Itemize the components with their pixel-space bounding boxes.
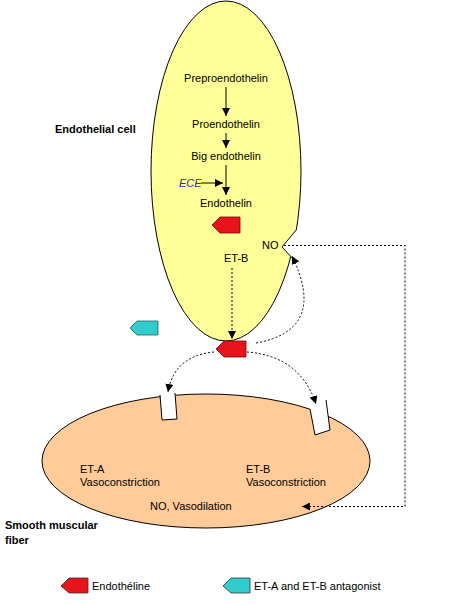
fiber-ellipse: Smooth muscular fiberET-AVasoconstrictio… (40, 392, 372, 530)
connector-arrow (226, 87, 227, 116)
node-text: NO, Vasodilation (150, 500, 300, 513)
legend-text: ET-A and ET-B antagonist (254, 580, 381, 593)
ellipse-outline (150, 0, 302, 342)
node-text: ET-B (246, 463, 346, 476)
enzyme-label: ECE (179, 177, 202, 190)
cell-heading: Smooth muscular fiber (5, 518, 115, 548)
node-text: NO (262, 239, 282, 252)
antagonist-symbol (130, 321, 158, 335)
step-text: ET-BVasoconstriction (246, 463, 346, 489)
connector-arrow (226, 165, 227, 195)
step-text: Big endothelin (150, 150, 302, 163)
node-text: Big endothelin (150, 150, 302, 163)
node-text: Vasoconstriction (246, 476, 346, 489)
binding-arrow (168, 352, 214, 392)
cell-heading: Endothelial cell (55, 122, 145, 137)
legend-text: Endothéline (92, 580, 150, 593)
endothelin-symbol (216, 341, 246, 357)
node-text: ET-A (80, 463, 180, 476)
step-text: Proendothelin (150, 118, 302, 131)
legend-swatch (222, 577, 252, 595)
step-text: Endothelin (150, 197, 302, 210)
step-text: NO (262, 239, 282, 252)
cell-ellipse: Endothelial cellPreproendothelinProendot… (150, 0, 302, 342)
node-text: Preproendothelin (150, 72, 302, 85)
receptor-label: ET-B (224, 252, 248, 265)
connector-arrow (226, 133, 227, 148)
step-text: Preproendothelin (150, 72, 302, 85)
node-text: Endothelin (150, 197, 302, 210)
node-text: Proendothelin (150, 118, 302, 131)
binding-arrow (247, 352, 316, 404)
node-text: Vasoconstriction (80, 476, 180, 489)
legend-swatch (60, 577, 90, 595)
connector-arrow (284, 246, 405, 507)
step-text: ET-AVasoconstriction (80, 463, 180, 489)
step-text: NO, Vasodilation (150, 500, 300, 513)
